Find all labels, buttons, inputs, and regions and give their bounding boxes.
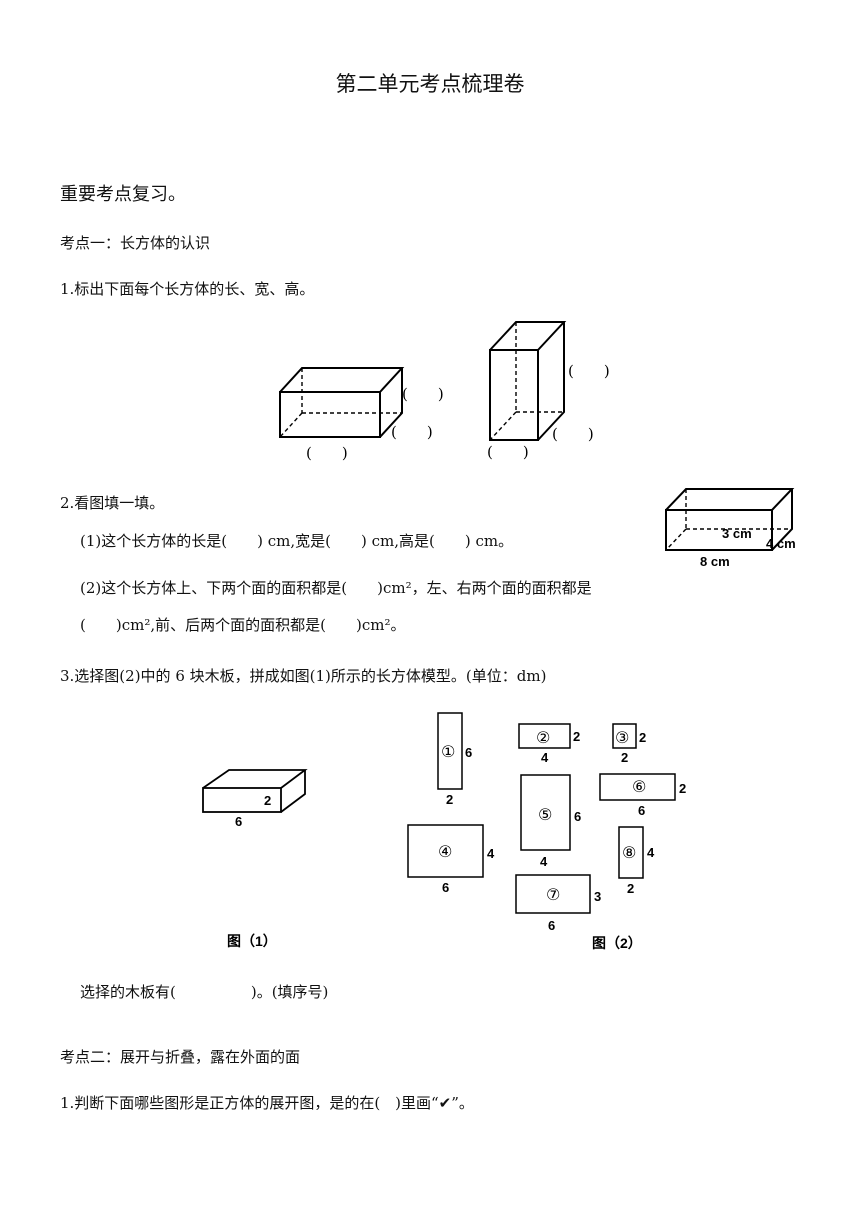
q2-line1: (1)这个长方体的长是( ) cm,宽是( ) cm,高是( ) cm。 [80,532,514,550]
board-8-bottom: 2 [627,881,634,896]
blank-wide-height: ( ) [402,385,444,403]
blank-wide-length: ( ) [306,444,348,462]
q2-height-label: 4 cm [766,536,796,551]
board-7-side: 3 [594,889,601,904]
board-5 [520,774,571,851]
fig1-length-label: 6 [235,814,242,829]
board-3-bottom: 2 [621,750,628,765]
q2-line3: ( )cm²,前、后两个面的面积都是( )cm²。 [80,616,406,634]
q2-cuboid-figure: 3 cm 4 cm 8 cm [665,488,796,569]
board-8-side: 4 [647,845,655,860]
q2-line2: (2)这个长方体上、下两个面的面积都是( )cm²，左、右两个面的面积都是 [80,579,592,597]
board-4-side: 4 [487,846,495,861]
point1-q3-text: 3.选择图(2)中的 6 块木板，拼成如图(1)所示的长方体模型。(单位：dm) [60,667,547,685]
board-1-label: ① [441,744,455,761]
board-3-label: ③ [615,730,629,747]
board-5-label: ⑤ [538,807,552,824]
point1-heading: 考点一：长方体的认识 [60,234,211,252]
board-1 [437,712,463,790]
board-1-bottom: 2 [446,792,453,807]
q1-cuboids-figure: ( ) ( ) ( ) ( ) ( ) ( ) [279,321,610,462]
board-7 [515,874,591,914]
board-6-bottom: 6 [638,803,645,818]
board-4-label: ④ [438,844,452,861]
blank-tall-length: ( ) [487,443,529,461]
board-6 [599,773,676,801]
cuboid-tall [489,321,567,441]
board-2-bottom: 4 [541,750,549,765]
board-7-bottom: 6 [548,918,555,933]
board-2 [518,723,571,749]
board-2-label: ② [536,730,550,747]
board-8-label: ⑧ [622,845,636,862]
cuboid-wide [279,367,405,438]
blank-tall-width: ( ) [552,425,594,443]
q2-length-label: 8 cm [700,554,730,569]
board-5-side: 6 [574,809,581,824]
board-6-label: ⑥ [632,779,646,796]
board-7-label: ⑦ [546,887,560,904]
q3-fig2: ① ② ③ ④ ⑤ ⑥ ⑦ ⑧ 6 2 2 4 2 2 4 6 6 4 2 6 … [407,712,686,951]
point1-q1-text: 1.标出下面每个长方体的长、宽、高。 [60,280,315,298]
blank-tall-height: ( ) [568,362,610,380]
fig2-caption: 图（2） [592,935,642,951]
board-4-bottom: 6 [442,880,449,895]
board-5-bottom: 4 [540,854,548,869]
fig1-caption: 图（1） [227,933,277,949]
board-1-side: 6 [465,745,472,760]
board-3-side: 2 [639,730,646,745]
page-title: 第二单元考点梳理卷 [335,72,525,96]
section-heading: 重要考点复习。 [60,184,186,205]
board-3 [612,723,637,749]
q2-width-label: 3 cm [722,526,752,541]
blank-wide-width: ( ) [391,423,433,441]
fig1-height-label: 2 [264,793,271,808]
board-2-side: 2 [573,729,580,744]
board-6-side: 2 [679,781,686,796]
board-8 [618,826,644,879]
point2-q1-text: 1.判断下面哪些图形是正方体的展开图，是的在( )里画“✔”。 [60,1094,474,1112]
point1-q2-text: 2.看图填一填。 [60,494,165,512]
q3-answer-line: 选择的木板有( )。(填序号) [80,983,329,1001]
point2-heading: 考点二：展开与折叠，露在外面的面 [60,1048,301,1066]
q3-fig1: 2 6 图（1） [202,769,308,949]
board-4 [407,824,484,878]
